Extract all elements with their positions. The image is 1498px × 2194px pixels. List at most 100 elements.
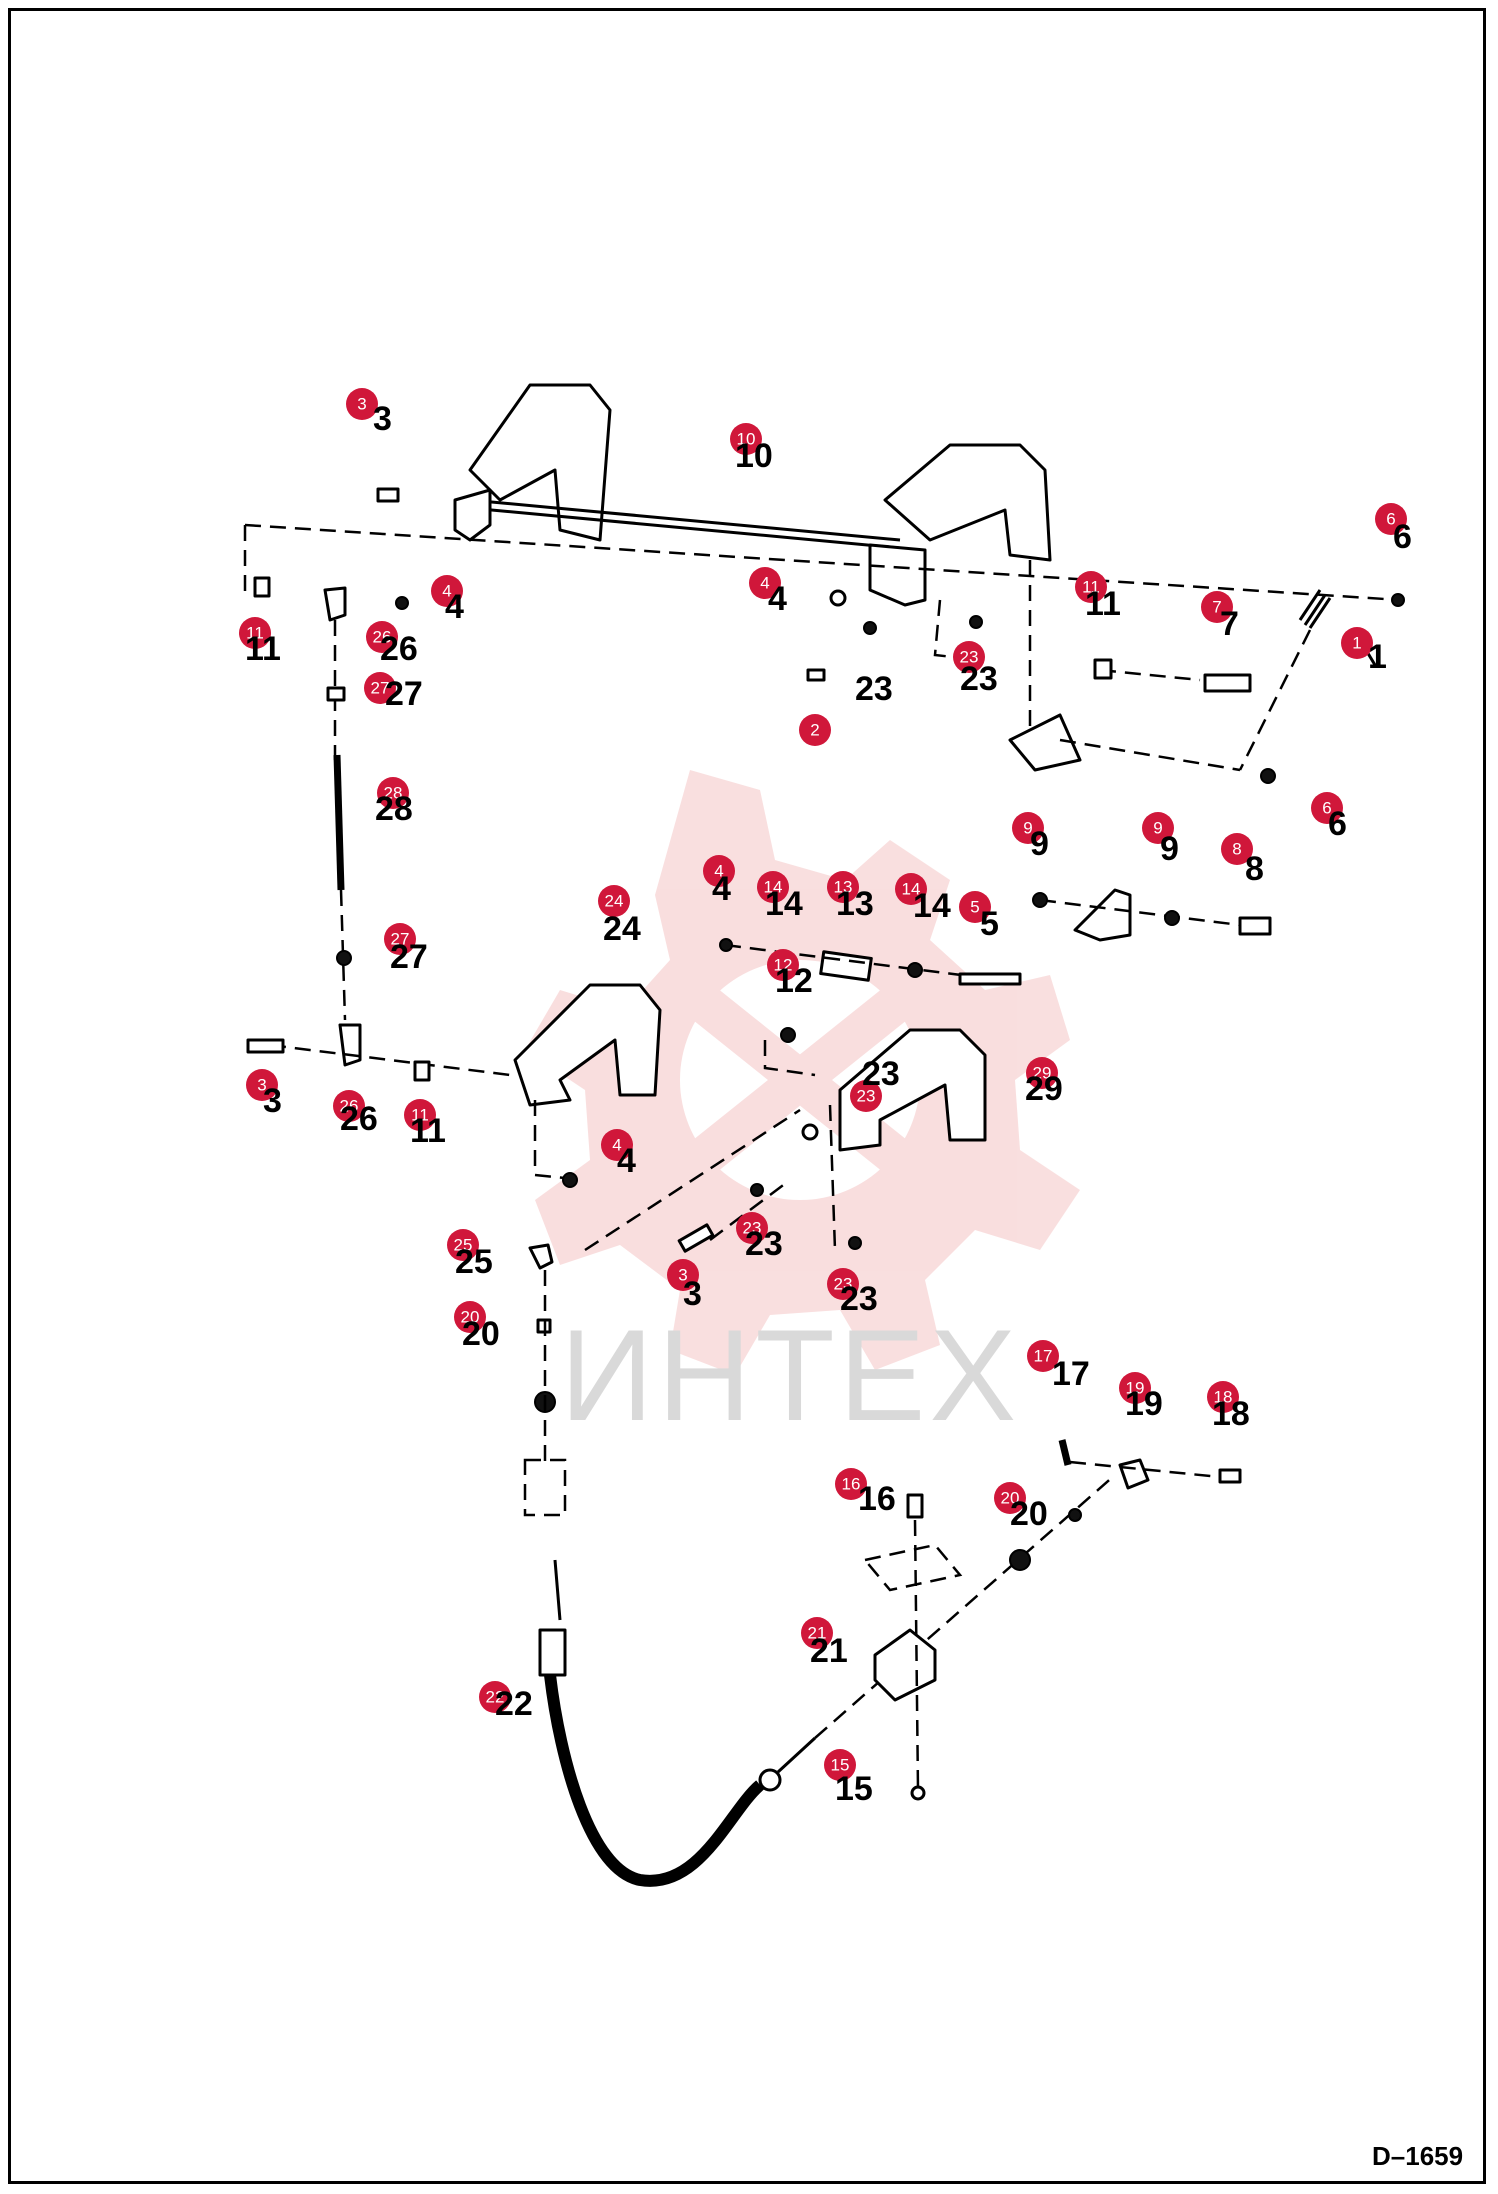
- callout-number: 4: [714, 862, 723, 881]
- part-label: 3: [263, 1082, 282, 1120]
- callout[interactable]: 44: [703, 855, 735, 908]
- callout-marker: [431, 575, 463, 607]
- callout[interactable]: 66: [1375, 503, 1412, 556]
- part-label: 11: [410, 1112, 446, 1150]
- callout-number: 3: [357, 395, 366, 414]
- callout[interactable]: 66: [1311, 792, 1347, 843]
- callout-marker: [1075, 571, 1107, 603]
- callout-marker: [1119, 1372, 1151, 1404]
- callout-number: 16: [842, 1475, 861, 1494]
- callout-number: 27: [371, 679, 390, 698]
- callout-number: 9: [1153, 819, 1162, 838]
- part-label: 8: [1245, 850, 1264, 888]
- callout-number: 21: [808, 1624, 827, 1643]
- callout[interactable]: 88: [1221, 833, 1264, 888]
- callout-marker: [346, 388, 378, 420]
- part-label: 11: [1085, 585, 1121, 623]
- part-label: 11: [245, 630, 281, 668]
- callout-marker: [404, 1099, 436, 1131]
- callout-number: 26: [340, 1097, 359, 1116]
- callout[interactable]: 223: [799, 670, 893, 746]
- callout-marker: [1142, 812, 1174, 844]
- part-label: 4: [617, 1142, 636, 1180]
- callout-marker: [1027, 1340, 1059, 1372]
- callout-marker: [994, 1482, 1026, 1514]
- part-label: 3: [373, 400, 392, 438]
- part-label: 4: [445, 588, 464, 626]
- callout[interactable]: 33: [667, 1259, 702, 1313]
- callout-marker: [730, 423, 762, 455]
- callout-number: 11: [411, 1106, 429, 1125]
- callout-number: 11: [246, 624, 264, 643]
- callout-number: 15: [831, 1756, 850, 1775]
- callout[interactable]: 44: [749, 567, 787, 618]
- part-label: 6: [1328, 805, 1347, 843]
- part-label: 14: [765, 885, 803, 923]
- part-label: 23: [862, 1055, 900, 1093]
- drawing-frame: [8, 8, 1486, 2184]
- part-label: 27: [385, 675, 423, 713]
- callout-number: 10: [737, 430, 756, 449]
- part-label: 21: [810, 1632, 848, 1670]
- callout-marker: [366, 621, 398, 653]
- callout[interactable]: 44: [431, 575, 464, 626]
- callout-number: 4: [612, 1136, 621, 1155]
- part-label: 10: [735, 437, 773, 475]
- callout[interactable]: 44: [601, 1129, 636, 1180]
- callout-number: 6: [1386, 510, 1395, 529]
- callout-marker: [1026, 1057, 1058, 1089]
- callout-marker: [824, 1749, 856, 1781]
- part-label: 15: [835, 1770, 873, 1808]
- callout-number: 5: [970, 898, 979, 917]
- callout-marker: [749, 567, 781, 599]
- callout[interactable]: 99: [1142, 812, 1179, 868]
- callout-marker: [801, 1617, 833, 1649]
- callout-marker: [239, 617, 271, 649]
- callout[interactable]: 99: [1012, 812, 1049, 863]
- callout-marker: [479, 1681, 511, 1713]
- callout-number: 20: [461, 1308, 480, 1327]
- cable-assembly: [523, 1243, 1242, 1887]
- callout-marker: [1012, 812, 1044, 844]
- callout-number: 17: [1034, 1347, 1053, 1366]
- callout-number: 22: [486, 1688, 505, 1707]
- callout[interactable]: 77: [1201, 591, 1239, 643]
- callout[interactable]: 33: [246, 1069, 282, 1120]
- callout-number: 4: [760, 574, 769, 593]
- part-label: 29: [1025, 1070, 1063, 1108]
- part-label: 14: [913, 887, 951, 925]
- part-label: 4: [712, 870, 731, 908]
